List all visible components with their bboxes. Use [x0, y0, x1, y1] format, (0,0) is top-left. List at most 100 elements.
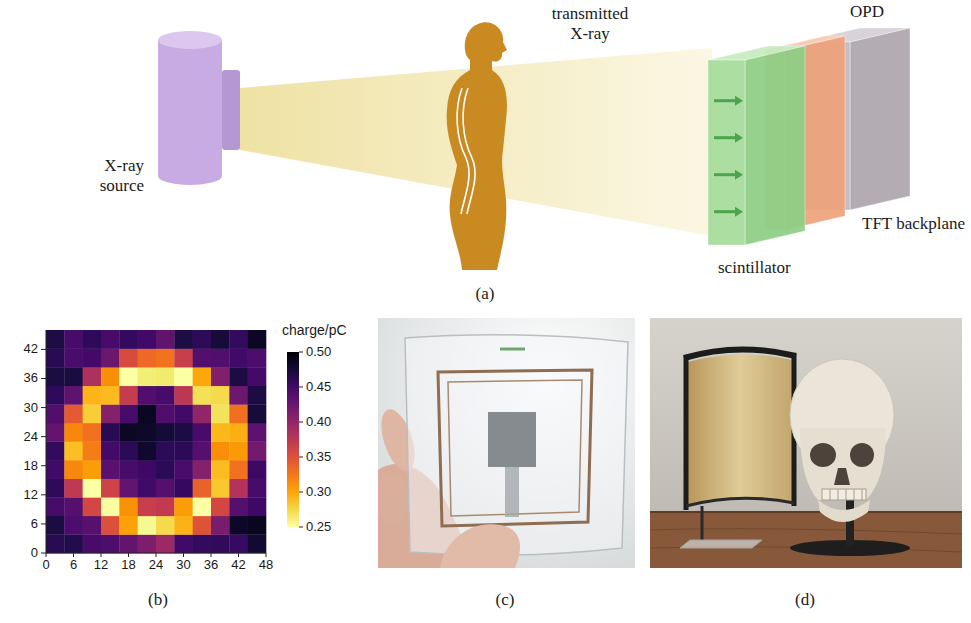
axis-tick: [41, 378, 46, 379]
source-top: [158, 31, 222, 49]
heatmap-cell: [193, 534, 212, 553]
axis-tick-label: 42: [231, 558, 245, 573]
heatmap-cell: [46, 534, 65, 553]
heatmap-cell: [174, 349, 193, 368]
light-arrowhead: [735, 96, 743, 106]
panel-letter: (a): [476, 284, 495, 304]
heatmap-cell: [211, 404, 230, 423]
colorbar-tick: [299, 457, 303, 458]
heatmap-cell: [193, 349, 212, 368]
heatmap-cell: [211, 497, 230, 516]
source-body: [158, 40, 222, 176]
axis-line: [46, 553, 266, 554]
curved-detector-photo-part: [822, 489, 866, 500]
axis-tick: [41, 494, 46, 495]
source-body: [158, 167, 222, 185]
light-arrowhead: [735, 207, 743, 217]
heatmap-cell: [211, 442, 230, 461]
curved-detector-photo-part: [800, 428, 886, 500]
heatmap-cell: [229, 404, 248, 423]
heatmap-cell: [101, 534, 120, 553]
heatmap-cell: [46, 367, 65, 386]
panel-letter: (c): [496, 590, 515, 610]
axis-tick-label: 24: [24, 429, 38, 444]
heatmap-cell: [119, 404, 138, 423]
heatmap-cell: [174, 367, 193, 386]
heatmap-cell: [229, 442, 248, 461]
heatmap-cell: [193, 442, 212, 461]
heatmap-cell: [156, 386, 175, 405]
heatmap-cell: [156, 460, 175, 479]
heatmap-cell: [64, 404, 83, 423]
axis-tick-label: 42: [24, 342, 38, 357]
flexible-detector-photo-part: [438, 370, 592, 526]
heatmap-cell: [174, 497, 193, 516]
heatmap-cell: [248, 460, 267, 479]
heatmap-cell: [64, 367, 83, 386]
heatmap-cell: [229, 330, 248, 349]
heatmap-cell: [119, 442, 138, 461]
heatmap-cell: [156, 367, 175, 386]
heatmap-cell: [211, 516, 230, 535]
axis-tick-label: 36: [24, 371, 38, 386]
flexible-detector-photo-part: [440, 524, 520, 568]
heatmap-cell: [174, 330, 193, 349]
heatmap-cell: [119, 330, 138, 349]
colorbar-tick: [299, 387, 303, 388]
heatmap-cell: [83, 423, 102, 442]
node-label: X-ray source: [80, 156, 144, 195]
curved-detector-photo: [650, 318, 962, 568]
heatmap-cell: [138, 479, 157, 498]
heatmap-cell: [138, 423, 157, 442]
axis-tick: [183, 553, 184, 557]
heatmap-cell: [193, 516, 212, 535]
colorbar-tick: [299, 422, 303, 423]
axis-tick: [41, 553, 46, 554]
light-arrow: [714, 210, 737, 213]
colorbar-ramp: [287, 352, 299, 527]
axis-tick-label: 18: [24, 458, 38, 473]
axis-tick: [238, 553, 239, 557]
axis-tick-label: 0: [42, 558, 49, 573]
heatmap-cell: [211, 367, 230, 386]
heatmap-cell: [174, 442, 193, 461]
light-arrow: [714, 136, 737, 139]
colorbar-tick: [299, 527, 303, 528]
light-arrows: [714, 96, 743, 217]
heatmap-cell: [174, 516, 193, 535]
heatmap-cell: [248, 349, 267, 368]
axis-tick-label: 30: [176, 558, 190, 573]
heatmap-cell: [46, 386, 65, 405]
heatmap-cell: [156, 349, 175, 368]
colorbar-tick-label: 0.45: [306, 380, 331, 395]
axis-tick: [41, 523, 46, 524]
heatmap-cell: [101, 423, 120, 442]
heatmap-cell: [46, 423, 65, 442]
heatmap-cell: [83, 386, 102, 405]
heatmap-cell: [138, 497, 157, 516]
heatmap-cell: [174, 534, 193, 553]
curved-detector-photo-part: [688, 354, 792, 506]
heatmap-cell: [64, 497, 83, 516]
colorbar-title: charge/pC: [282, 322, 347, 338]
heatmap-cell: [119, 423, 138, 442]
axis-tick: [73, 553, 74, 557]
light-arrow: [714, 99, 737, 102]
heatmap-cell: [119, 349, 138, 368]
heatmap-cell: [83, 516, 102, 535]
slab-face: [800, 42, 850, 210]
heatmap-cell: [174, 460, 193, 479]
heatmap-cell: [193, 386, 212, 405]
heatmap-cell: [138, 460, 157, 479]
panel-letter: (b): [148, 590, 168, 610]
colorbar-tick-label: 0.30: [306, 485, 331, 500]
heatmap-cell: [83, 367, 102, 386]
heatmap-cell: [229, 497, 248, 516]
heatmap-cell: [83, 442, 102, 461]
heatmap-cell: [101, 404, 120, 423]
heatmap-cell: [229, 516, 248, 535]
axis-tick-label: 12: [94, 558, 108, 573]
heatmap-cell: [248, 534, 267, 553]
heatmap-cell: [193, 404, 212, 423]
heatmap-cell: [248, 404, 267, 423]
